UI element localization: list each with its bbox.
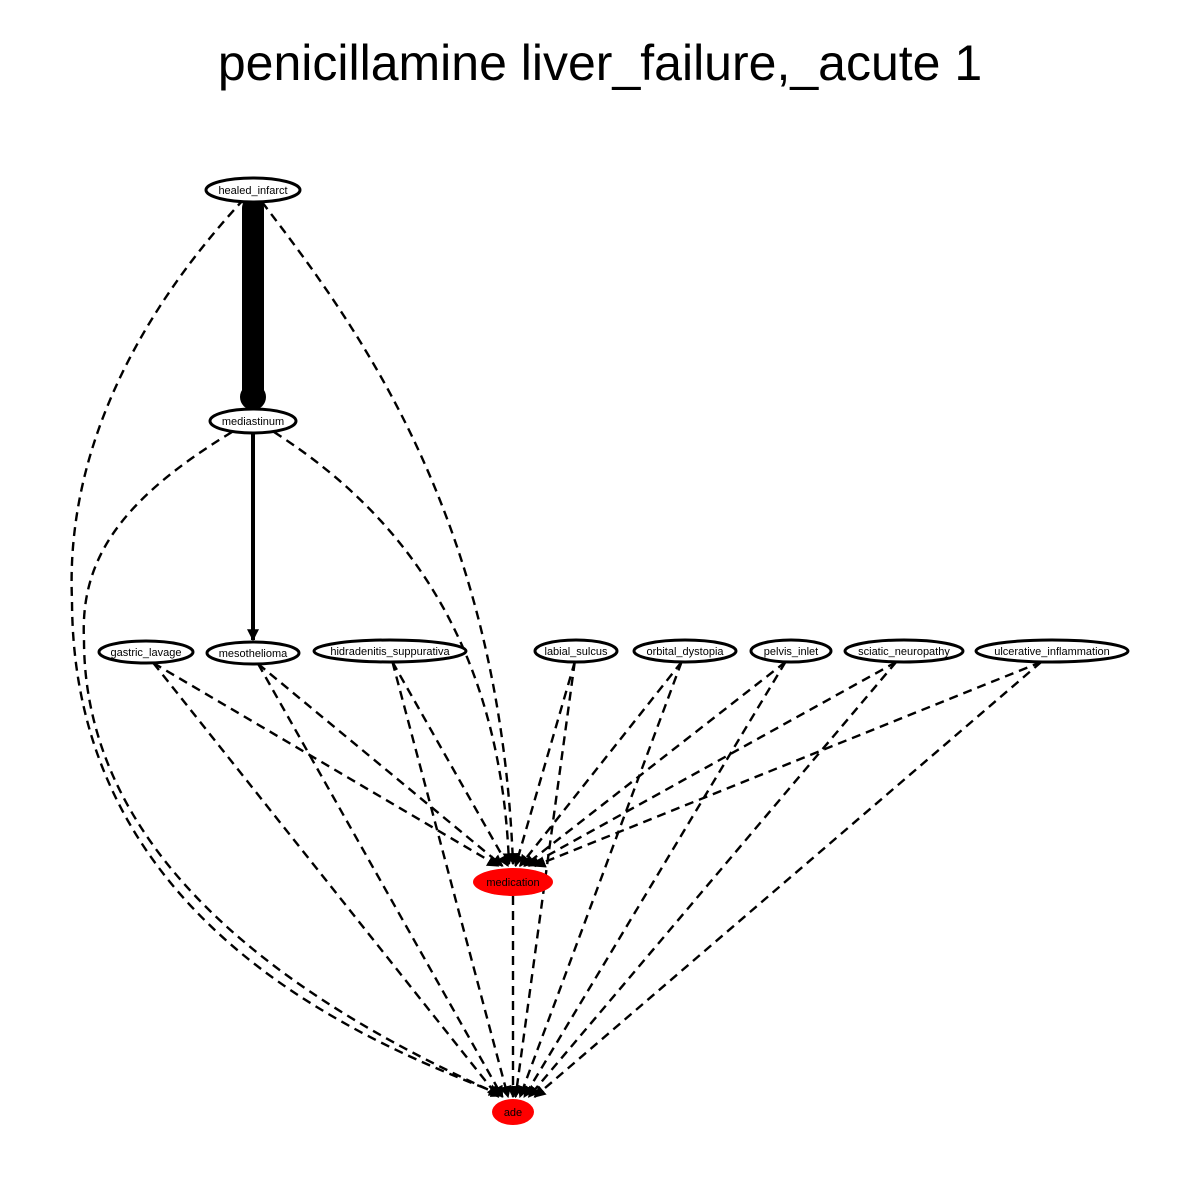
- node-shape-gastric_lavage: [97, 639, 195, 665]
- edge-healed_infarct-to-medication: [261, 201, 519, 866]
- node-labial_sulcus: labial_sulcus: [533, 638, 619, 664]
- node-label-labial_sulcus: labial_sulcus: [545, 646, 608, 658]
- edges-layer: [70, 197, 1043, 1099]
- edge-mesothelioma-to-medication: [257, 663, 504, 867]
- node-hidradenitis_suppurativa: hidradenitis_suppurativa: [312, 638, 468, 664]
- node-ade: ade: [492, 1099, 534, 1125]
- node-label-ulcerative_inflammation: ulcerative_inflammation: [994, 646, 1110, 658]
- edge-orbital_dystopia-to-ade: [518, 661, 683, 1099]
- node-label-hidradenitis_suppurativa: hidradenitis_suppurativa: [330, 646, 450, 658]
- node-sciatic_neuropathy: sciatic_neuropathy: [843, 638, 965, 664]
- edge-mediastinum-to-medication: [273, 430, 515, 866]
- node-medication: medication: [473, 868, 553, 896]
- node-label-medication: medication: [486, 877, 539, 889]
- node-shape-labial_sulcus: [533, 638, 619, 664]
- edge-ulcerative_inflammation-to-medication: [533, 660, 1042, 868]
- node-mediastinum: mediastinum: [208, 407, 298, 435]
- node-shape-medication: [473, 868, 553, 896]
- edge-arrowhead-healed_infarct-to-mediastinum: [240, 384, 266, 410]
- node-mesothelioma: mesothelioma: [205, 640, 301, 666]
- node-label-pelvis_inlet: pelvis_inlet: [764, 646, 818, 658]
- edge-gastric_lavage-to-medication: [152, 661, 500, 868]
- edge-mediastinum-to-ade: [82, 430, 504, 1098]
- edge-hidradenitis_suppurativa-to-ade: [391, 661, 512, 1099]
- node-gastric_lavage: gastric_lavage: [97, 639, 195, 665]
- node-label-gastric_lavage: gastric_lavage: [111, 647, 182, 659]
- edge-sciatic_neuropathy-to-medication: [527, 660, 897, 868]
- edge-pelvis_inlet-to-ade: [523, 661, 787, 1099]
- edge-mesothelioma-to-ade: [257, 663, 504, 1099]
- node-ulcerative_inflammation: ulcerative_inflammation: [974, 638, 1130, 664]
- node-shape-mediastinum: [208, 407, 298, 435]
- edge-orbital_dystopia-to-medication: [518, 661, 683, 867]
- edge-sciatic_neuropathy-to-ade: [527, 661, 898, 1098]
- node-shape-healed_infarct: [204, 176, 302, 204]
- edge-labial_sulcus-to-medication: [512, 661, 576, 868]
- edge-gastric_lavage-to-ade: [152, 662, 500, 1098]
- node-label-orbital_dystopia: orbital_dystopia: [646, 646, 724, 658]
- node-label-sciatic_neuropathy: sciatic_neuropathy: [858, 646, 950, 658]
- edge-hidradenitis_suppurativa-to-medication: [391, 661, 510, 868]
- node-shape-hidradenitis_suppurativa: [312, 638, 468, 664]
- node-shape-ulcerative_inflammation: [974, 638, 1130, 664]
- edge-ulcerative_inflammation-to-ade: [533, 661, 1043, 1098]
- node-pelvis_inlet: pelvis_inlet: [749, 638, 833, 664]
- edge-pelvis_inlet-to-medication: [523, 661, 787, 867]
- node-shape-pelvis_inlet: [749, 638, 833, 664]
- node-label-healed_infarct: healed_infarct: [218, 185, 287, 197]
- node-shape-ade: [492, 1099, 534, 1125]
- node-shape-mesothelioma: [205, 640, 301, 666]
- node-label-mesothelioma: mesothelioma: [219, 648, 288, 660]
- graph-title: penicillamine liver_failure,_acute 1: [217, 35, 983, 91]
- node-shape-sciatic_neuropathy: [843, 638, 965, 664]
- node-healed_infarct: healed_infarct: [204, 176, 302, 204]
- node-shape-orbital_dystopia: [632, 638, 738, 664]
- edge-healed_infarct-to-ade: [70, 198, 502, 1096]
- node-orbital_dystopia: orbital_dystopia: [632, 638, 738, 664]
- edge-labial_sulcus-to-ade: [511, 661, 576, 1099]
- node-label-ade: ade: [504, 1107, 522, 1119]
- node-label-mediastinum: mediastinum: [222, 416, 284, 428]
